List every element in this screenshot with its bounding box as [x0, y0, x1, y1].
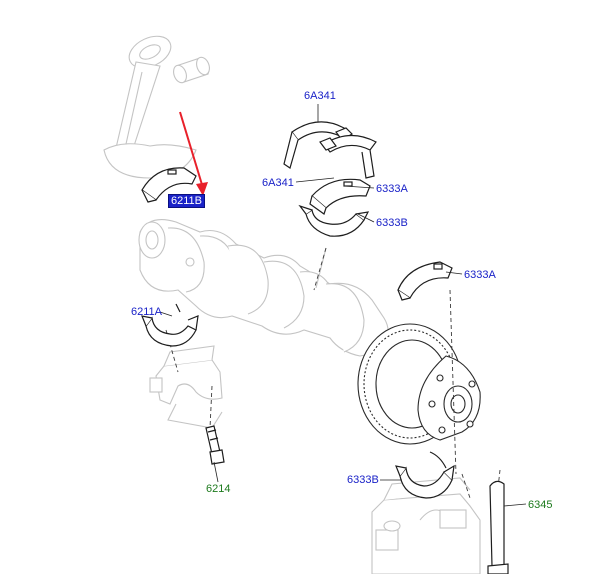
active-parts: [141, 121, 509, 574]
callout-6333B-upper[interactable]: 6333B: [376, 217, 408, 229]
main-cap-bolt-right: [487, 480, 509, 574]
thrust-washer-mid: [319, 134, 377, 179]
callout-6A341-upper[interactable]: 6A341: [304, 90, 336, 102]
callout-6214[interactable]: 6214: [206, 483, 231, 495]
flywheel: [357, 323, 481, 445]
red-arrow-icon: [179, 111, 208, 196]
callout-6333B-lower[interactable]: 6333B: [347, 474, 379, 486]
main-bearing-shell-upper-a: [309, 178, 371, 215]
callout-6345[interactable]: 6345: [528, 499, 553, 511]
rod-bearing-shell-lower: [141, 303, 199, 347]
rod-bearing-shell-upper: [141, 167, 197, 203]
connecting-rod: [103, 35, 197, 179]
main-cap-bolt-left: [205, 425, 225, 465]
callout-6333A-upper[interactable]: 6333A: [376, 183, 408, 195]
callout-6A341-middle[interactable]: 6A341: [262, 177, 294, 189]
callout-6211A[interactable]: 6211A: [131, 306, 162, 318]
callout-6211B-selected[interactable]: 6211B: [168, 194, 205, 208]
main-bearing-shell-upper-b: [298, 204, 370, 237]
main-bearing-shell-lower: [395, 451, 455, 499]
callout-6333A-right[interactable]: 6333A: [464, 269, 496, 281]
ghost-parts: [103, 35, 481, 574]
main-bearing-shell-right: [397, 261, 453, 301]
lower-bearing-cap-left: [149, 345, 223, 429]
piston-pin: [173, 56, 210, 84]
crankshaft: [138, 219, 389, 357]
